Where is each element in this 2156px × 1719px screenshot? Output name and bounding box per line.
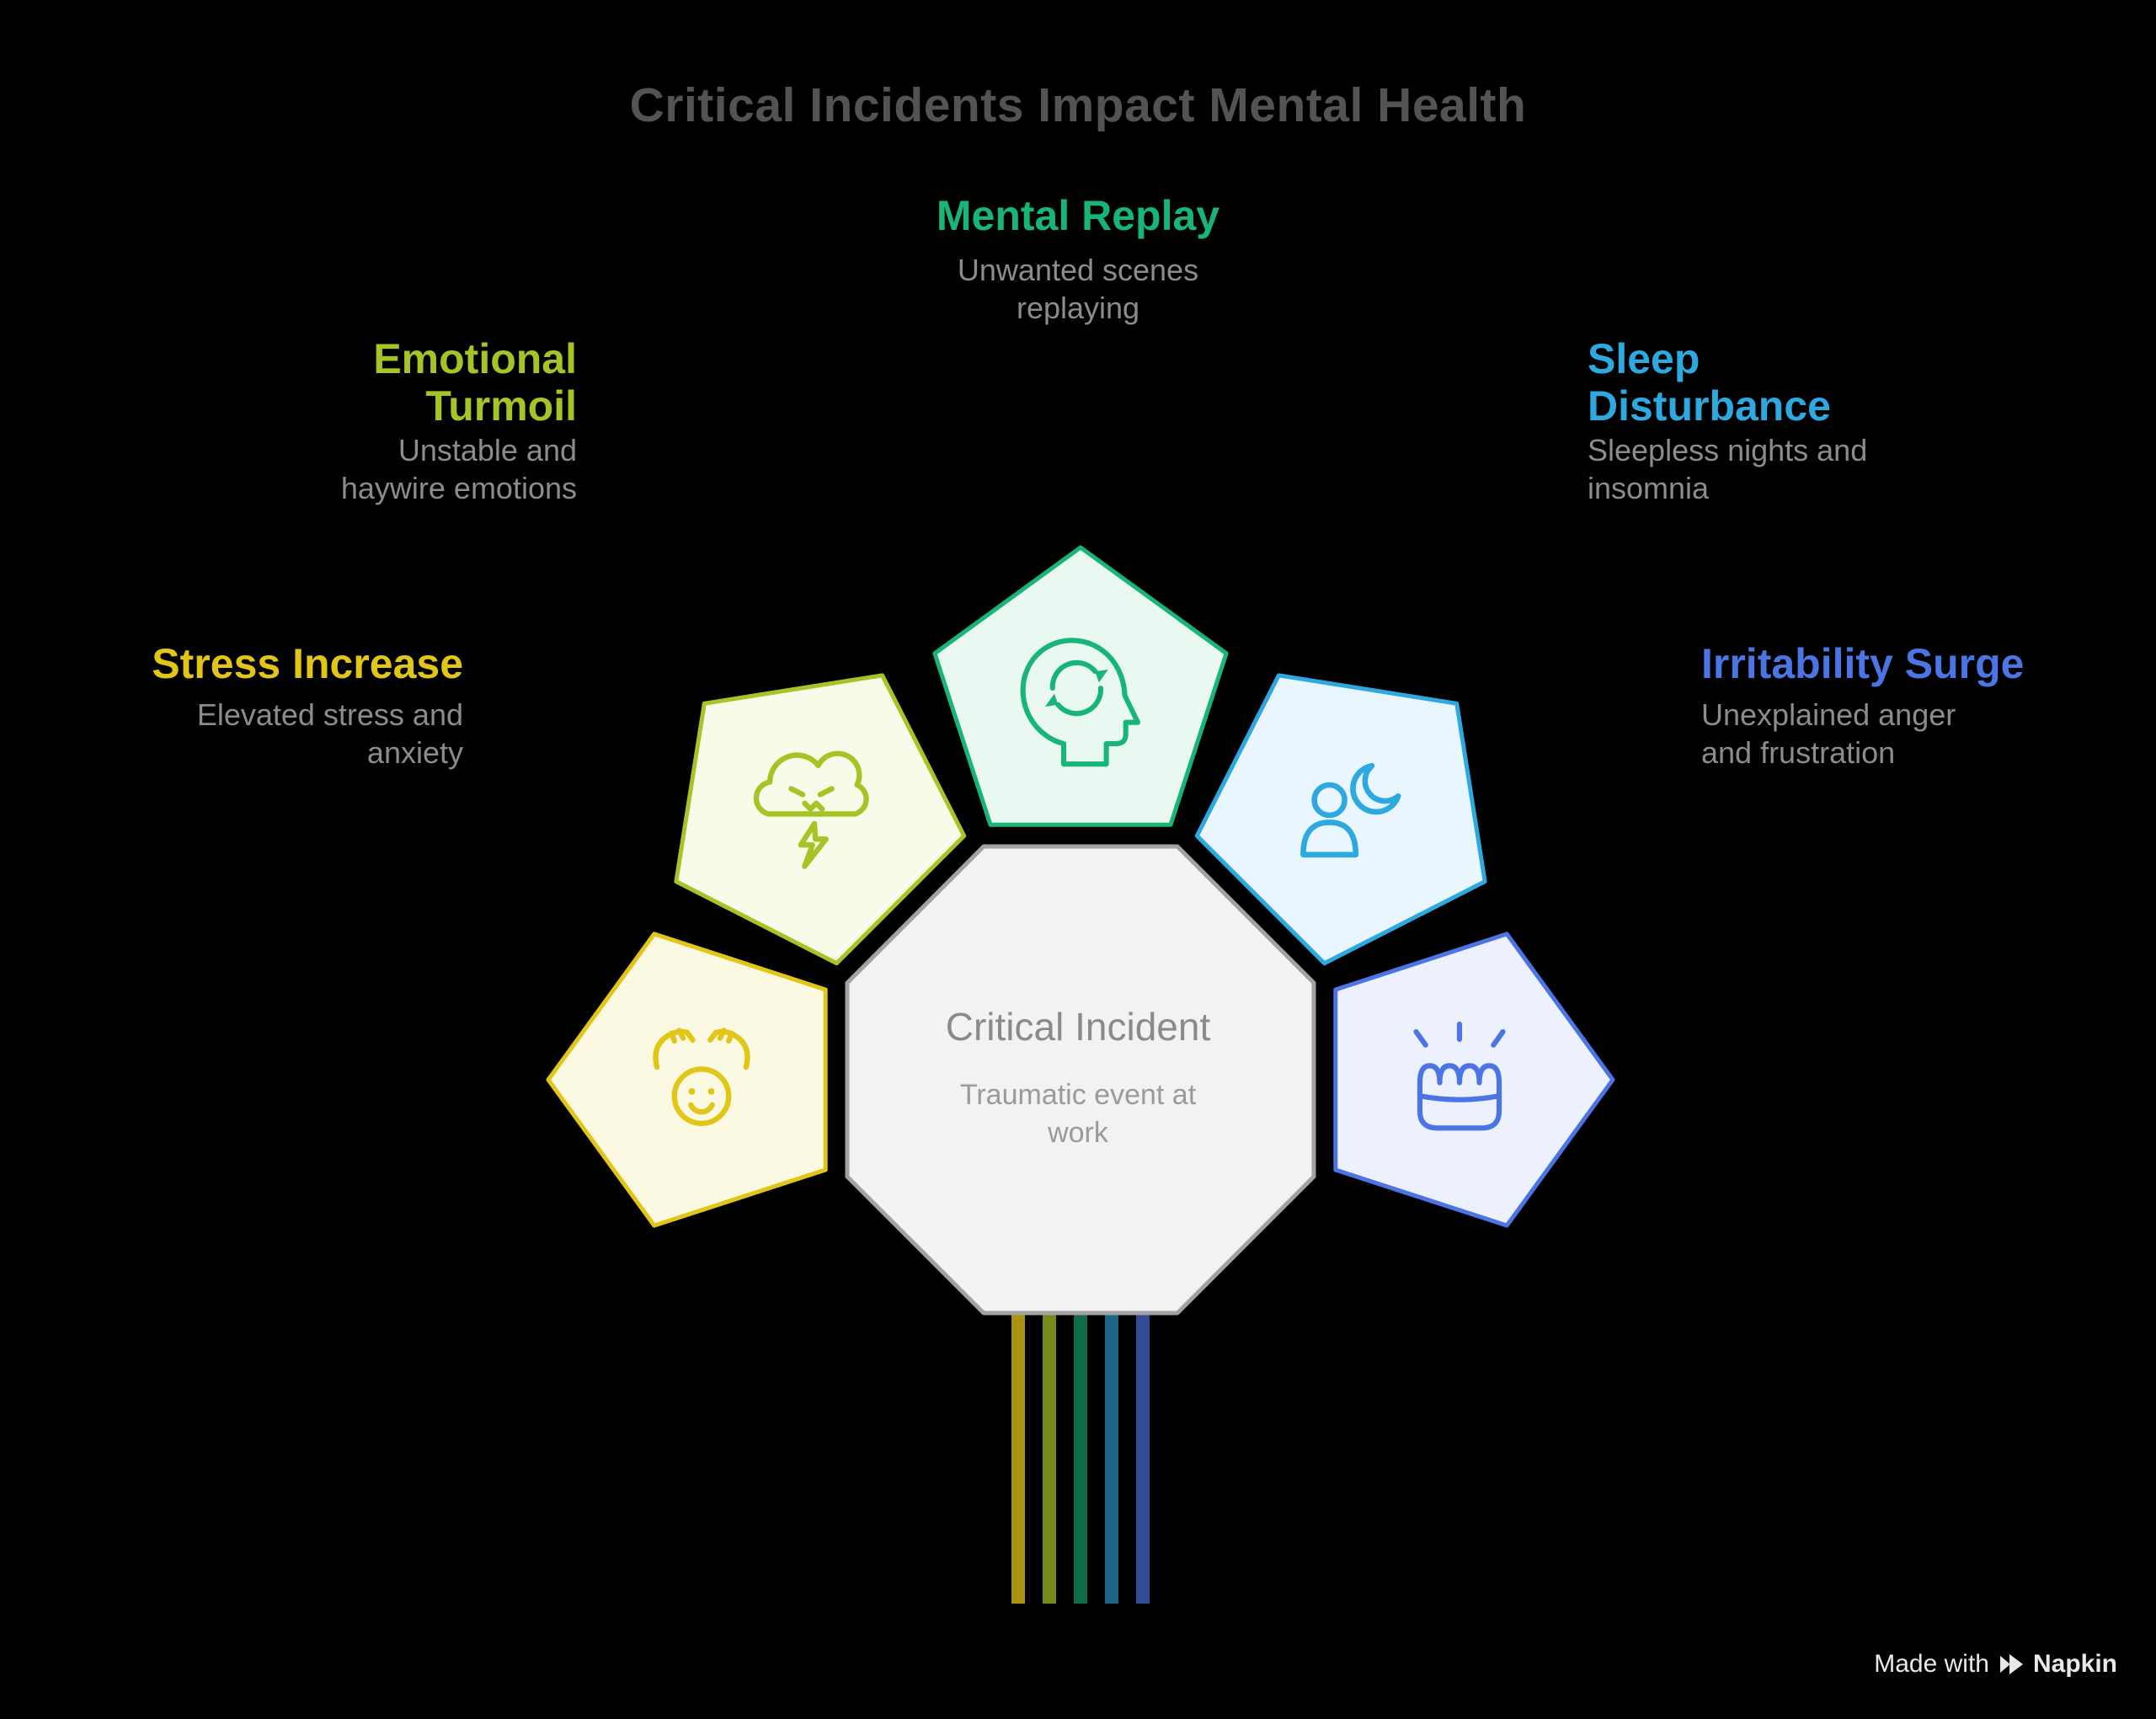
trunk-stripe-yellowgreen: [1043, 1304, 1056, 1604]
label-irritability-surge: Irritability Surge: [1701, 640, 2025, 687]
trunk-stripes: [1011, 1304, 1150, 1604]
watermark-made-with-text: Made with: [1874, 1650, 1989, 1678]
hands-on-head-icon: [653, 1028, 750, 1126]
pentagon-shape: [1333, 932, 1615, 1228]
desc-emotional-turmoil: Unstable and haywire emotions: [340, 433, 577, 505]
napkin-logo-icon: [1999, 1654, 2023, 1674]
pentagon-shape: [932, 545, 1229, 827]
label-stress-increase: Stress Increase: [152, 640, 463, 687]
storm-cloud-icon: [753, 750, 869, 869]
trunk-stripe-green: [1074, 1304, 1087, 1604]
petal-stress-increase: [546, 932, 828, 1228]
center-title: Critical Incident: [945, 1005, 1211, 1049]
trunk-stripe-yellow: [1011, 1304, 1025, 1604]
pentagon-shape: [546, 932, 828, 1228]
petal-emotional-turmoil: [674, 673, 967, 966]
octagon-shape: [845, 844, 1316, 1316]
page-title: Critical Incidents Impact Mental Health: [629, 78, 1527, 132]
trunk-stripe-cyan: [1105, 1304, 1118, 1604]
desc-mental-replay: Unwanted scenes replaying: [957, 253, 1199, 325]
pentagon-shape: [674, 673, 967, 966]
label-mental-replay: Mental Replay: [936, 192, 1220, 239]
desc-irritability-surge: Unexplained anger and frustration: [1701, 697, 1956, 770]
person-moon-icon: [1300, 762, 1401, 858]
petal-mental-replay: [932, 545, 1229, 827]
watermark-brand-text: Napkin: [2032, 1650, 2117, 1678]
desc-stress-increase: Elevated stress and anxiety: [196, 697, 463, 770]
napkin-watermark[interactable]: Made with Napkin: [1874, 1650, 2117, 1679]
fist-icon: [1413, 1021, 1506, 1131]
label-emotional-turmoil: Emotional Turmoil: [373, 335, 577, 430]
label-sleep-disturbance: Sleep Disturbance: [1588, 335, 1831, 430]
petal-irritability-surge: [1333, 932, 1615, 1228]
head-replay-icon: [1020, 638, 1141, 767]
trunk-stripe-blue: [1136, 1304, 1150, 1604]
pentagon-shape: [1194, 673, 1487, 966]
desc-sleep-disturbance: Sleepless nights and insomnia: [1588, 433, 1868, 505]
center-subtitle: Traumatic event at work: [959, 1079, 1197, 1149]
petal-sleep-disturbance: [1194, 673, 1487, 966]
